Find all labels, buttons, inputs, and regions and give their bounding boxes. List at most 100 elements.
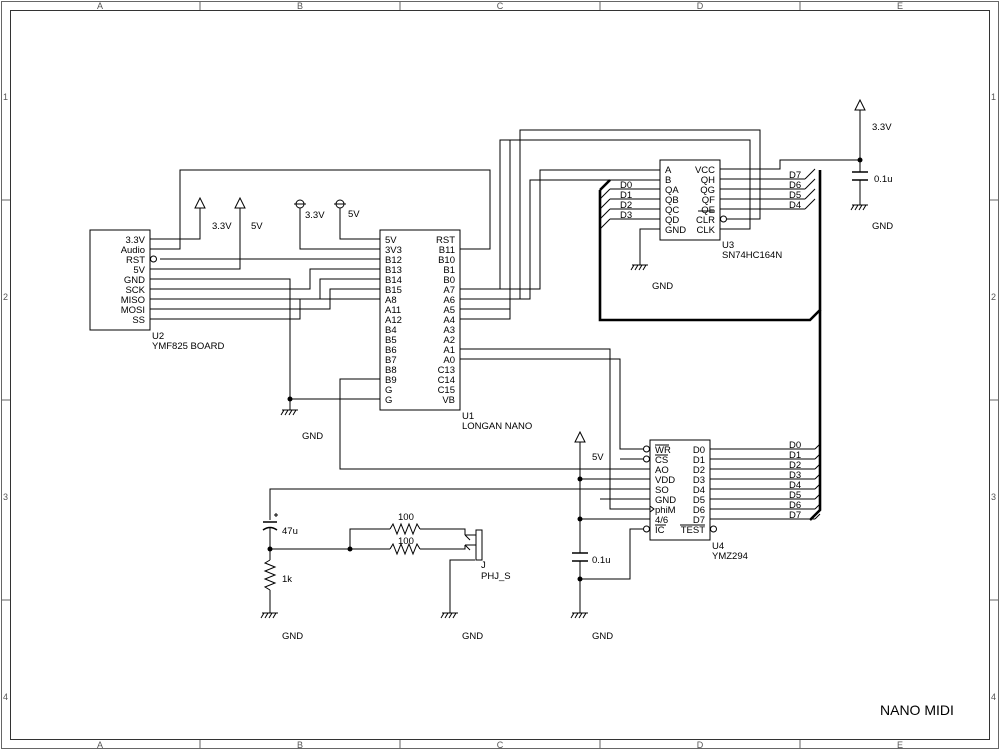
u1-ref: U1: [462, 411, 474, 422]
u1-pin-label: C14: [438, 375, 455, 386]
u3-pin-label: VCC: [695, 165, 715, 176]
net-label: D2: [620, 200, 632, 211]
u1-pin-label: A4: [443, 315, 455, 326]
u1-pin-label: A7: [443, 285, 455, 296]
net-label: D3: [620, 210, 632, 221]
power-arrow-symbols: [194, 98, 866, 443]
u2-pin-label: GND: [124, 275, 145, 286]
junction-dots: [267, 157, 863, 582]
u1-pin-label: G: [385, 385, 392, 396]
ground-icon: [570, 612, 588, 619]
net-label: D5: [789, 190, 801, 201]
border-column-label: B: [297, 740, 303, 750]
ground-symbols: [260, 204, 868, 619]
border-column-label: B: [297, 1, 303, 11]
net-label: D2: [789, 460, 801, 471]
power-label: 3.3V: [212, 221, 232, 232]
u1-pin-label: B9: [385, 375, 397, 386]
u1-pin-label: VB: [442, 395, 455, 406]
junction-dot: [347, 546, 353, 552]
gnd-label: GND: [652, 281, 673, 292]
net-label: D6: [789, 180, 801, 191]
u2-pin-label: Audio: [121, 245, 145, 256]
u1-pin-label: A1: [443, 345, 455, 356]
u1-pin-label: B14: [385, 275, 402, 286]
u4-pin-label: TEST: [681, 525, 705, 536]
power-arrow-u3-33v: [854, 98, 866, 111]
jack-ref: J: [481, 560, 486, 571]
u2-value: YMF825 BOARD: [152, 341, 224, 352]
u1-pin-label: B6: [385, 345, 397, 356]
u2-pin-labels: 3.3V Audio RST 5V GND SCK MISO MOSI SS: [121, 235, 146, 326]
bus-entries: [599, 168, 821, 520]
power-arrow-u2-33v: [194, 196, 206, 209]
u3-pin-label: QG: [700, 185, 715, 196]
gnd-label: GND: [282, 631, 303, 642]
u3-ref: U3: [722, 240, 734, 251]
u2-pin-label: SS: [132, 315, 145, 326]
ground-icon: [280, 409, 298, 416]
u4-pin-label: IC: [655, 525, 665, 536]
u1-pin-label: A11: [385, 305, 401, 316]
border-row-label: 1: [3, 92, 8, 102]
u2-pin-label: MISO: [121, 295, 145, 306]
resistor-audio-1-value: 100: [398, 512, 414, 523]
u3-pin-label: QC: [665, 205, 679, 216]
u1-body: [379, 229, 461, 411]
u4-ref: U4: [712, 541, 724, 552]
power-circle-symbols: [294, 199, 346, 209]
net-label: D0: [789, 440, 801, 451]
junction-dot: [267, 546, 273, 552]
net-label: D4: [789, 480, 801, 491]
u4-pin-label: D5: [693, 495, 705, 506]
u2-pin-label: RST: [126, 255, 145, 266]
resistor-audio-2-value: 100: [398, 536, 414, 547]
u1-pin-label: B15: [385, 285, 402, 296]
u3-pin-label: QB: [665, 195, 679, 206]
u3-pin-label: QA: [665, 185, 679, 196]
net-label: D6: [789, 500, 801, 511]
border-row-label: 3: [991, 492, 996, 502]
gnd-label: GND: [302, 431, 323, 442]
net-label: D5: [789, 490, 801, 501]
border-column-label: C: [497, 1, 504, 11]
audio-jack: [464, 529, 483, 561]
u1-pin-label: B0: [443, 275, 455, 286]
u4-pin-label: D4: [693, 485, 705, 496]
u4-pin-label: GND: [655, 495, 676, 506]
net-labels-u3-right: D7 D6 D5 D4: [789, 170, 801, 211]
u2-ref: U2: [152, 331, 164, 342]
u2-body: [89, 229, 151, 331]
capacitor-u3: [852, 171, 868, 181]
u4-pin-label: 4/6: [655, 515, 668, 526]
ground-icon: [260, 612, 278, 619]
u4-wr-inversion-bubble: [643, 445, 650, 453]
u4-pin-label: SO: [655, 485, 669, 496]
power-arrow-u4-5v: [574, 430, 586, 443]
gnd-label: GND: [592, 631, 613, 642]
u3-clr-inversion-bubble: [720, 215, 727, 223]
u4-pin-label: VDD: [655, 475, 675, 486]
power-labels: 3.3V 5V 3.3V 5V 3.3V 5V: [212, 122, 892, 463]
u1-pin-label: A2: [443, 335, 455, 346]
border-column-label: A: [97, 1, 103, 11]
net-label: D0: [620, 180, 632, 191]
u3-pin-label: GND: [665, 225, 686, 236]
u4-pin-label: D2: [693, 465, 705, 476]
border-row-label: 3: [3, 492, 8, 502]
resistor-1k: [263, 559, 277, 591]
u4-value: YMZ294: [712, 551, 748, 562]
u2-pin-label: 5V: [133, 265, 145, 276]
u1-pin-label: C15: [438, 385, 455, 396]
border-column-label: A: [97, 740, 103, 750]
u1-pin-label: B1: [443, 265, 455, 276]
u3-pin-label: QH: [701, 175, 715, 186]
u1-pin-label: B7: [385, 355, 397, 366]
u4-pin-label: phiM: [655, 505, 676, 516]
border-row-label: 2: [991, 292, 996, 302]
u4-pin-label: D7: [693, 515, 705, 526]
